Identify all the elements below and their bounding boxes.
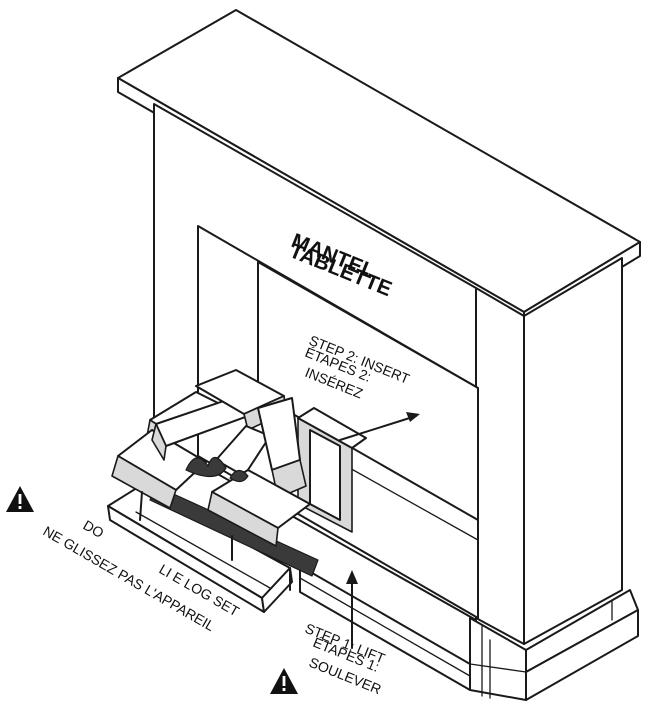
warning-label-en-line1: DO bbox=[81, 517, 107, 541]
log-set-insert bbox=[107, 369, 367, 613]
lift-arrow bbox=[346, 570, 358, 649]
fireplace-base-plinth bbox=[299, 565, 639, 701]
warning-triangle-icon bbox=[270, 668, 298, 694]
warning-triangle-icon bbox=[6, 486, 34, 512]
insert-arrow bbox=[339, 412, 420, 441]
